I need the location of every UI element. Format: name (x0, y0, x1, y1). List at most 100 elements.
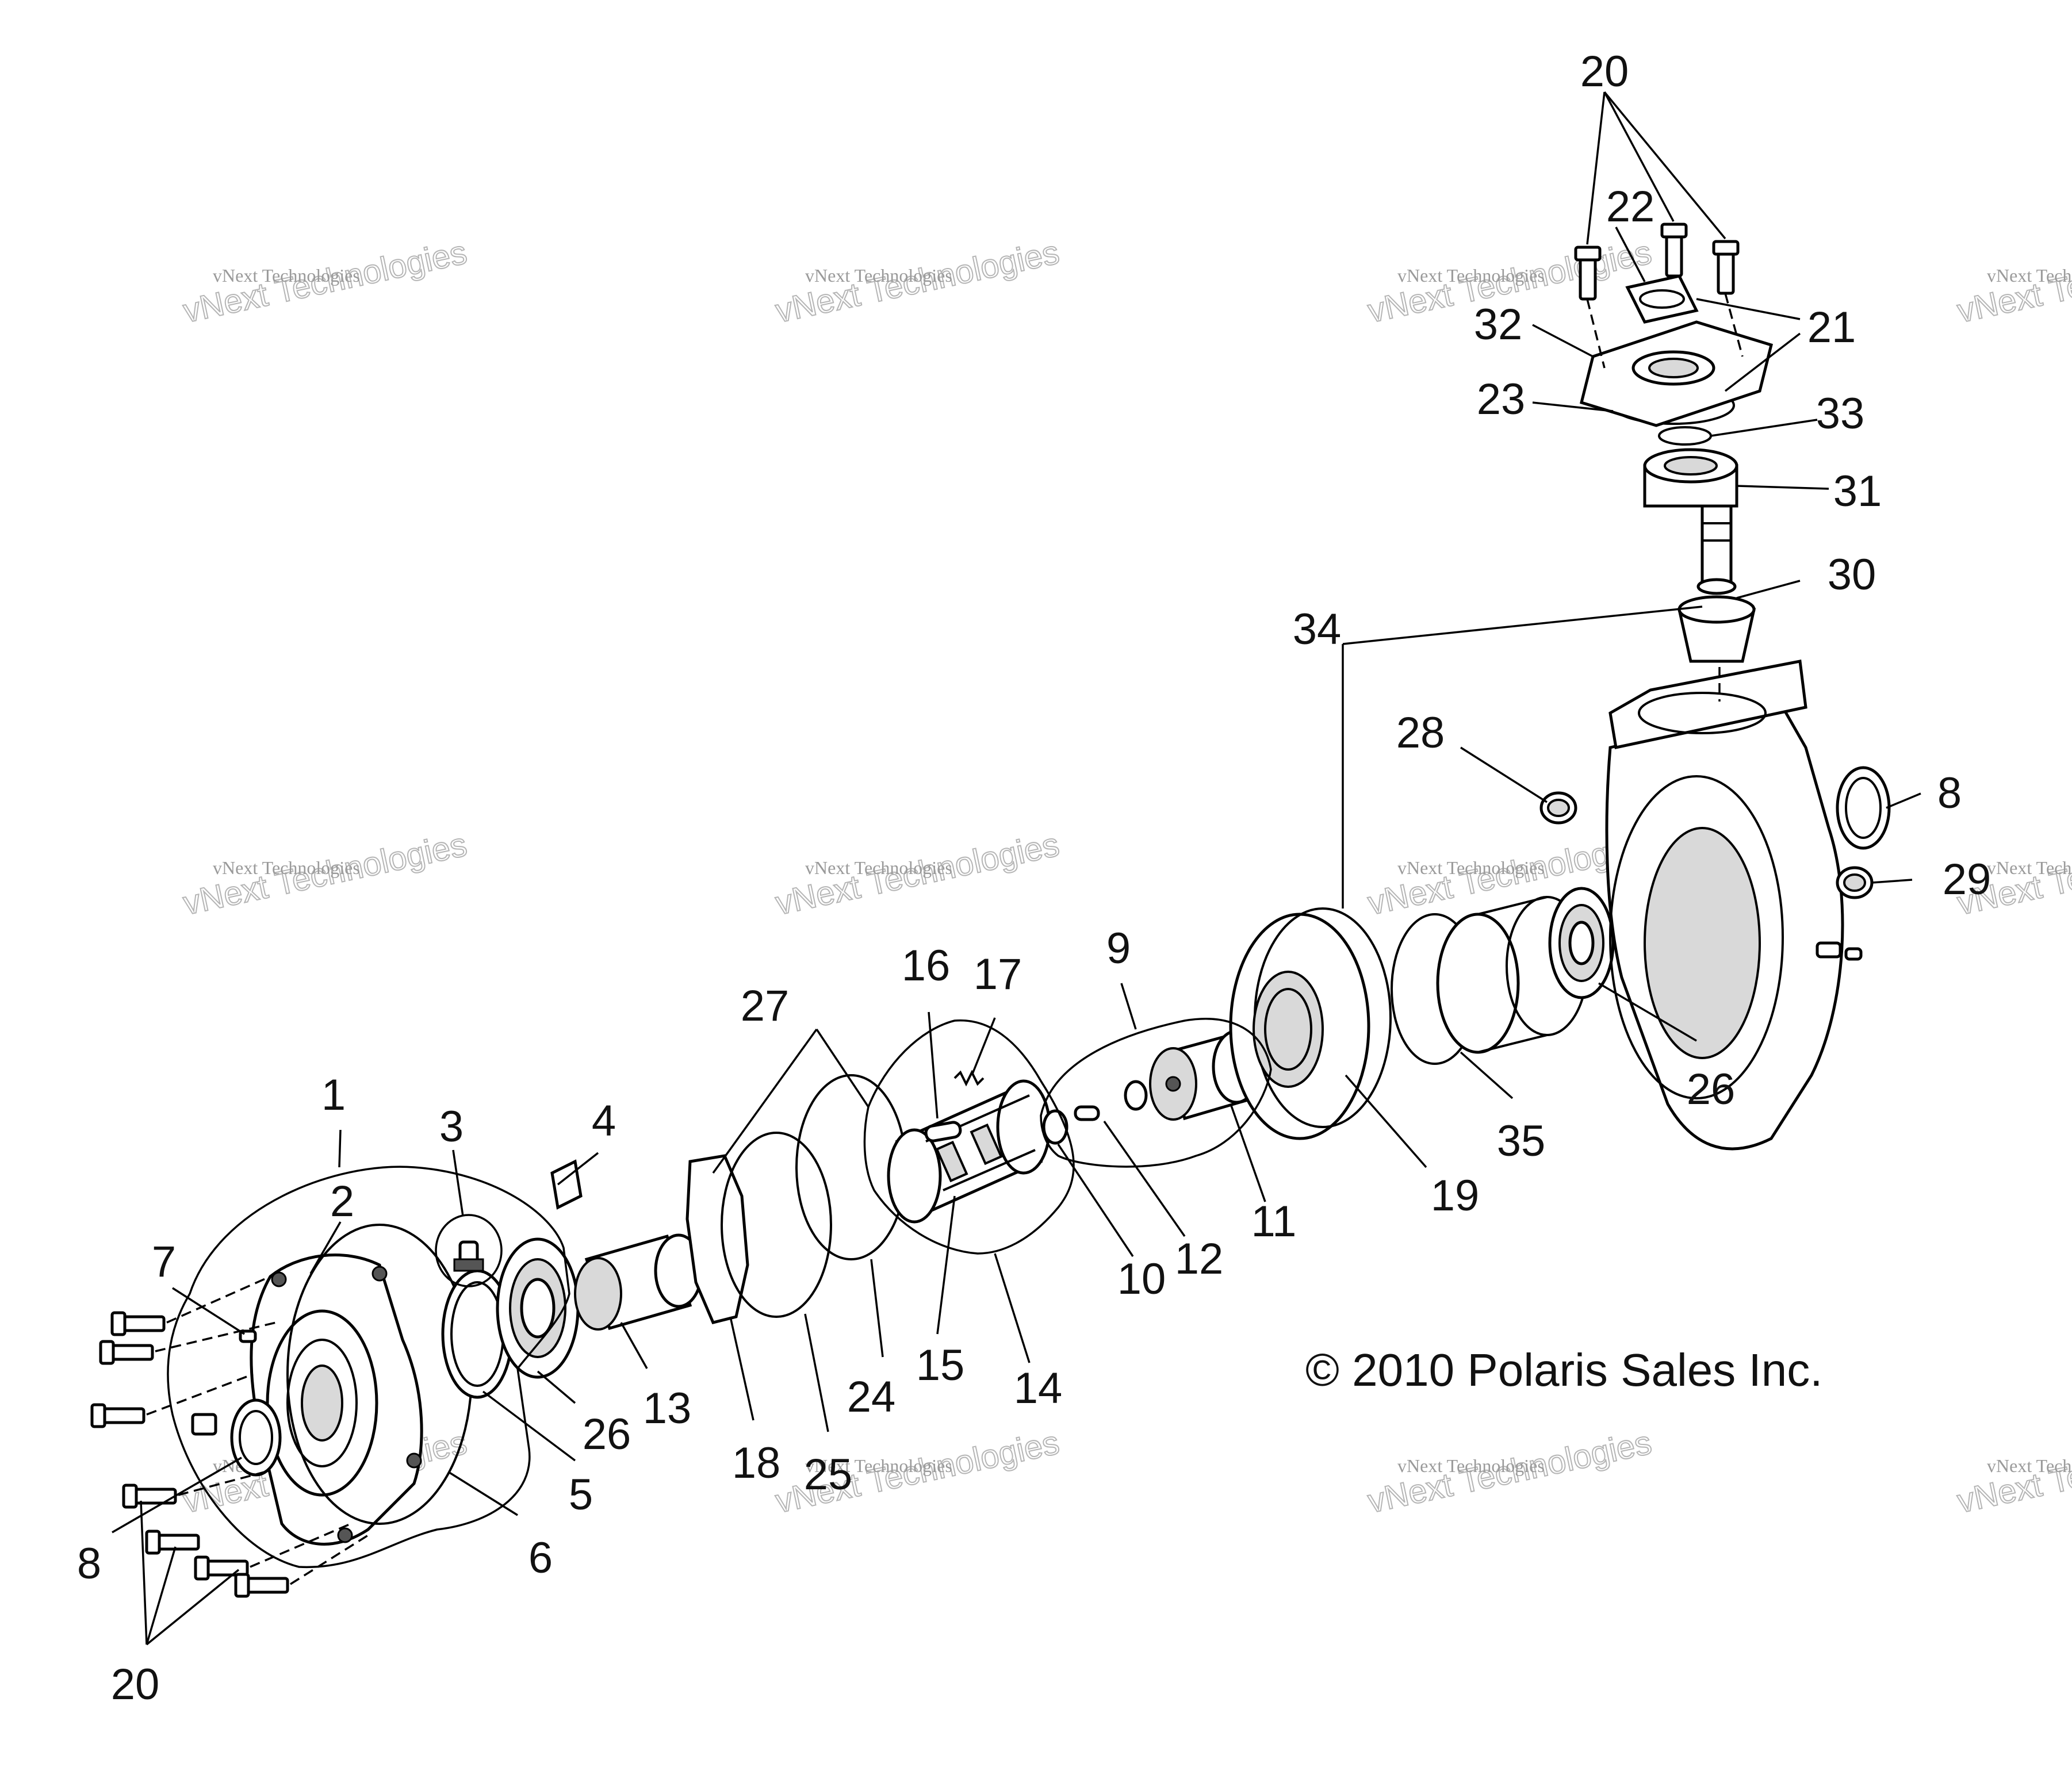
pin-round (1124, 1080, 1148, 1111)
callout-14: 14 (1014, 1364, 1063, 1413)
callout-15: 15 (916, 1341, 965, 1390)
callout-25: 25 (804, 1450, 853, 1499)
bolt-guide-line (178, 1471, 265, 1496)
watermark-small-text: vNext Technologies (1987, 1455, 2072, 1476)
callout-7: 7 (152, 1237, 176, 1286)
cover-bolt (234, 1573, 289, 1598)
watermark: vNext Technologies vNext Technologies (1364, 1423, 1655, 1521)
callout-26-left: 26 (583, 1410, 631, 1459)
bracket (550, 1159, 583, 1210)
leader-lines (112, 91, 1921, 1646)
spacer-band (1436, 896, 1588, 1054)
callout-4: 4 (592, 1097, 616, 1145)
gearcase-housing (1605, 660, 1844, 1151)
parts-layer (90, 223, 1891, 1598)
callout-9: 9 (1106, 924, 1131, 973)
pin (924, 1121, 962, 1143)
callout-34: 34 (1293, 605, 1342, 654)
cap-bolt (1712, 240, 1740, 295)
callout-13: 13 (643, 1384, 692, 1433)
plug-top (1539, 791, 1577, 825)
watermark: vNext Technologies vNext Technologies (1954, 233, 2072, 331)
pinion-cap (1579, 320, 1774, 427)
vent-fitting (453, 1240, 484, 1272)
bearing-left (496, 1237, 580, 1379)
watermark: vNext Technologies vNext Technologies (179, 825, 470, 923)
pinion-ring (1658, 426, 1712, 446)
bolt-guide-line (1586, 298, 1606, 369)
bolt-guide-line (146, 1373, 254, 1416)
callout-16: 16 (902, 941, 951, 990)
bolt-guide-line (166, 1275, 271, 1324)
callout-26-right: 26 (1687, 1065, 1736, 1114)
watermark-small-text: vNext Technologies (213, 857, 360, 878)
pinion-shaft (1677, 487, 1756, 663)
bolt-guide-line (1724, 293, 1744, 357)
top-seal (1625, 274, 1699, 324)
watermark-small-text: vNext Technologies (1987, 857, 2072, 878)
callout-27: 27 (741, 982, 790, 1030)
seal-left (230, 1398, 282, 1477)
pinion-bearing (1643, 448, 1738, 508)
callouts: 1 2 3 4 7 5 6 8 20 26 13 18 25 24 15 14 … (77, 47, 1991, 1709)
cap-bolt (1660, 223, 1688, 278)
watermark-small-text: vNext Technologies (1397, 1455, 1545, 1476)
breather-fitting (1816, 941, 1863, 961)
group-outline-cover (167, 1166, 570, 1569)
plug-side (1836, 866, 1874, 899)
callout-12: 12 (1175, 1235, 1224, 1283)
watermark-small-text: vNext Technologies (1397, 857, 1545, 878)
callout-5: 5 (569, 1470, 593, 1519)
cover-bolt (90, 1403, 145, 1428)
roller-cage (887, 1079, 1051, 1224)
grouping-outlines (167, 1018, 1272, 1569)
watermark-small-text: vNext Technologies (1397, 265, 1545, 286)
thrust-plate (685, 1154, 749, 1324)
cover-bolt (122, 1484, 177, 1509)
group-outline-cage (863, 1019, 1075, 1255)
callout-2: 2 (330, 1177, 354, 1226)
callout-22: 22 (1606, 182, 1655, 231)
copyright-notice: © 2010 Polaris Sales Inc. (1305, 1344, 1822, 1396)
cap-bolt (1574, 246, 1602, 301)
callout-31: 31 (1833, 467, 1882, 516)
pin-short (1074, 1105, 1100, 1121)
callout-30: 30 (1828, 550, 1876, 599)
watermark-small-text: vNext Technologies (805, 265, 952, 286)
group-outline-armature (1040, 1018, 1272, 1168)
cube-fitting (191, 1413, 217, 1436)
callout-35: 35 (1497, 1117, 1546, 1166)
needle-bearing-sleeve (574, 1233, 703, 1331)
cover-housing (250, 1254, 423, 1546)
callout-20-top: 20 (1580, 47, 1629, 96)
spring (953, 1070, 985, 1087)
watermark-small-text: vNext Technologies (805, 1455, 952, 1476)
group-outline-vent (435, 1214, 503, 1287)
callout-18: 18 (732, 1439, 781, 1488)
watermark: vNext Technologies vNext Technologies (179, 233, 470, 331)
bearing-right (1548, 887, 1615, 999)
snap-ring-large (721, 1132, 832, 1318)
watermark: vNext Technologies vNext Technologies (772, 233, 1063, 331)
watermark-small-text: vNext Technologies (1987, 265, 2072, 286)
callout-11: 11 (1251, 1197, 1297, 1246)
cover-bolt (99, 1340, 154, 1365)
callout-24: 24 (847, 1373, 896, 1421)
watermark-small-text: vNext Technologies (805, 857, 952, 878)
callout-3: 3 (439, 1102, 464, 1151)
callout-20-bottom: 20 (111, 1660, 160, 1709)
callout-33: 33 (1816, 389, 1865, 438)
bolt-guide-line (250, 1523, 351, 1568)
watermark-small-text: vNext Technologies (213, 265, 360, 286)
callout-1: 1 (321, 1071, 346, 1120)
bolt-guide-line (155, 1321, 277, 1352)
callout-8-left: 8 (77, 1539, 101, 1588)
callout-23: 23 (1477, 375, 1526, 424)
callout-8-right: 8 (1937, 769, 1962, 818)
cover-bolt (145, 1530, 200, 1555)
callout-6: 6 (528, 1534, 553, 1582)
callout-19: 19 (1431, 1171, 1480, 1220)
callout-29: 29 (1943, 855, 1991, 904)
callout-28: 28 (1396, 708, 1445, 757)
